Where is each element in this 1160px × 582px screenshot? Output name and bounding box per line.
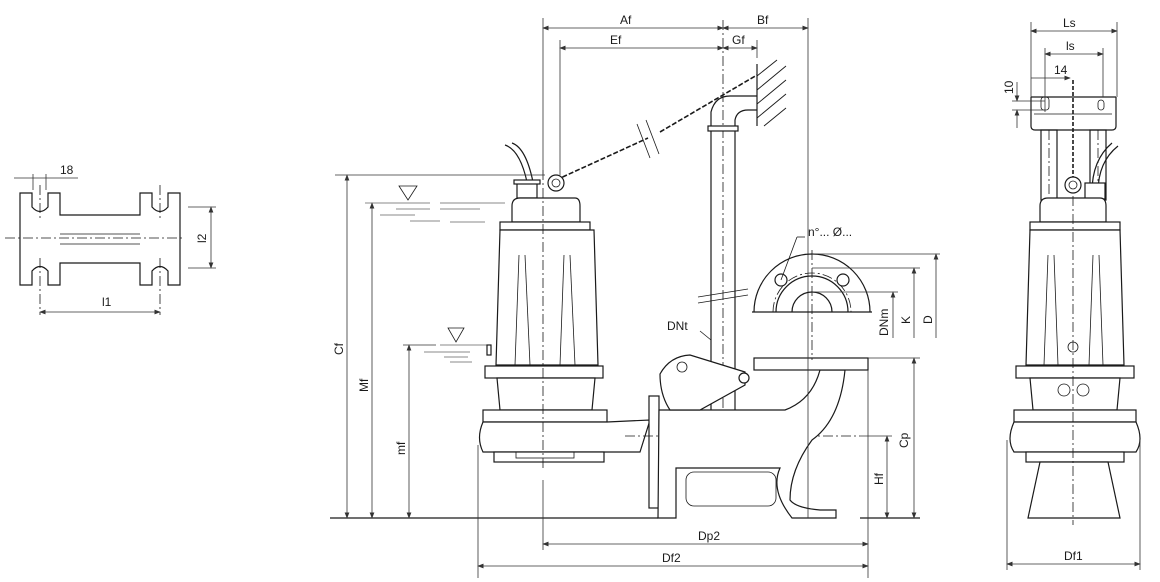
lifting-chain: [555, 137, 649, 181]
flange-k-label: K: [899, 316, 913, 324]
dim-df2-label: Df2: [662, 551, 681, 565]
wall-hatch: [756, 59, 787, 127]
dim-mf-lower-label: mf: [394, 441, 408, 455]
dim-cf-label: Cf: [332, 342, 346, 355]
front-height-label: 10: [1002, 80, 1016, 94]
water-level-upper: [365, 185, 505, 223]
side-view: Af Bf Ef Gf Cf Mf mf DNt Hf Cp Dp2 Df2: [330, 13, 920, 578]
foot-detail: 18 l1 l2: [5, 163, 216, 315]
discharge-flange: [753, 357, 869, 371]
discharge-base: [657, 354, 869, 519]
water-level-lower: [424, 327, 488, 363]
dim-cp-label: Cp: [897, 432, 911, 448]
outlet-flange: [648, 395, 660, 509]
flange-detail: n°... Ø... DNm K D: [752, 225, 940, 360]
pump-body-front: [1009, 176, 1141, 519]
foot-length-label: l1: [102, 295, 112, 309]
dim-ef-label: Ef: [610, 33, 622, 47]
foot-slot-width-label: 18: [60, 163, 74, 177]
dim-mf-label: Mf: [357, 378, 371, 392]
pipe-dnt-label: DNt: [667, 319, 688, 333]
dim-af-label: Af: [620, 13, 632, 27]
flange-d-label: D: [921, 315, 935, 324]
dim-dp2-label: Dp2: [698, 529, 720, 543]
flange-dnm-label: DNm: [877, 309, 891, 336]
dim-bf-label: Bf: [757, 13, 769, 27]
foot-height-label: l2: [195, 233, 209, 243]
pump-body-side: [478, 142, 660, 509]
dim-gf-label: Gf: [732, 33, 745, 47]
dim-hf-label: Hf: [872, 472, 886, 485]
flange-bolts-label: n°... Ø...: [808, 225, 852, 239]
front-offset-label: 14: [1054, 63, 1068, 77]
front-df1-label: Df1: [1064, 549, 1083, 563]
front-is-label: ls: [1066, 39, 1075, 53]
guide-claw: [659, 354, 746, 411]
front-view: Ls ls 14 10: [1002, 16, 1141, 570]
front-ls-label: Ls: [1063, 16, 1076, 30]
